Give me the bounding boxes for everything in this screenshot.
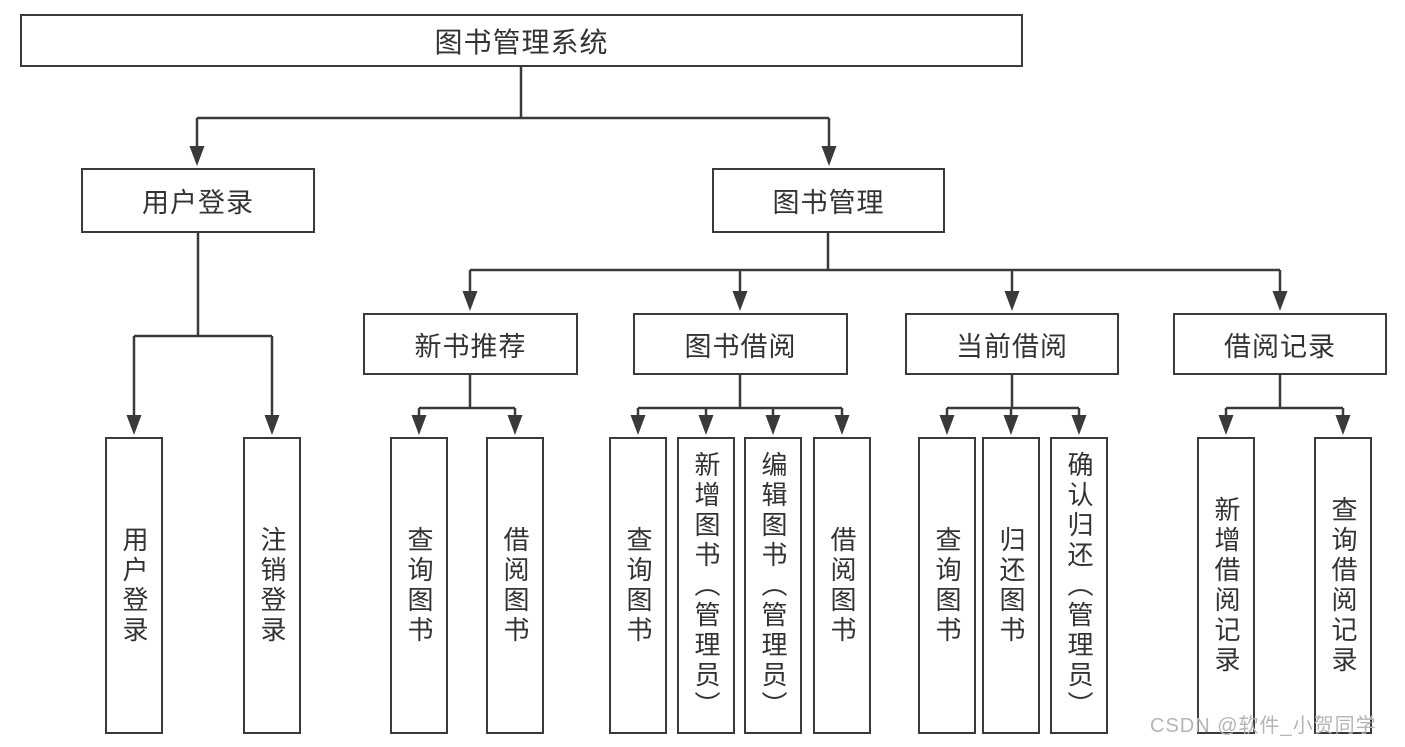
arrow-down-icon [462, 291, 478, 311]
leaf-logout-label: 注销登录 [257, 525, 287, 646]
node-book-borrow-label: 图书借阅 [684, 331, 797, 362]
arrow-down-icon [732, 291, 748, 311]
node-new-book-recommend: 新书推荐 [363, 313, 578, 375]
leaf-query-books-2: 查询图书 [609, 437, 667, 734]
branch-book-management: 图书管理 [712, 168, 945, 233]
leaf-add-borrow-record-label: 新增借阅记录 [1211, 495, 1241, 676]
leaf-borrow-books-1: 借阅图书 [486, 437, 544, 734]
node-borrow-records: 借阅记录 [1173, 313, 1387, 375]
leaf-query-books-1-label: 查询图书 [404, 525, 434, 646]
branch-user-login: 用户登录 [81, 168, 315, 233]
leaf-query-books-3: 查询图书 [918, 437, 976, 734]
node-borrow-records-label: 借阅记录 [1224, 331, 1336, 362]
connector-root [189, 66, 837, 166]
arrow-down-icon [1272, 291, 1288, 311]
connector-user-login [126, 233, 280, 435]
connector-current-borrow [939, 375, 1087, 435]
arrow-down-icon [939, 415, 955, 435]
leaf-add-books-admin: 新增图书（管理员） [677, 437, 735, 734]
leaf-borrow-books-2: 借阅图书 [813, 437, 871, 734]
leaf-logout: 注销登录 [243, 437, 301, 734]
connector-book-management [462, 233, 1288, 311]
arrow-down-icon [411, 415, 427, 435]
arrow-down-icon [821, 146, 837, 166]
leaf-query-books-2-label: 查询图书 [623, 525, 653, 646]
arrow-down-icon [698, 415, 714, 435]
leaf-confirm-return-admin-label: 确认归还（管理员） [1064, 450, 1094, 721]
branch-book-management-label: 图书管理 [772, 188, 885, 218]
connector-new-book-recommend [411, 375, 523, 435]
arrow-down-icon [264, 415, 280, 435]
arrow-down-icon [765, 415, 781, 435]
leaf-borrow-books-2-label: 借阅图书 [827, 525, 857, 646]
leaf-query-borrow-record: 查询借阅记录 [1314, 437, 1372, 734]
node-current-borrow-label: 当前借阅 [956, 331, 1068, 362]
leaf-confirm-return-admin: 确认归还（管理员） [1050, 437, 1108, 734]
node-book-borrow: 图书借阅 [633, 313, 848, 375]
leaf-user-login: 用户登录 [105, 437, 163, 734]
arrow-down-icon [1004, 291, 1020, 311]
arrow-down-icon [126, 415, 142, 435]
leaf-add-books-admin-label: 新增图书（管理员） [691, 450, 721, 721]
leaf-query-books-1: 查询图书 [390, 437, 448, 734]
arrow-down-icon [507, 415, 523, 435]
leaf-return-books-label: 归还图书 [996, 525, 1026, 646]
connector-book-borrow [630, 375, 850, 435]
root-node-label: 图书管理系统 [434, 26, 609, 58]
arrow-down-icon [1071, 415, 1087, 435]
csdn-watermark: CSDN @软件_小贺同学 [1150, 715, 1377, 737]
arrow-down-icon [1335, 415, 1351, 435]
arrow-down-icon [834, 415, 850, 435]
leaf-return-books: 归还图书 [982, 437, 1040, 734]
leaf-query-borrow-record-label: 查询借阅记录 [1328, 495, 1358, 676]
node-new-book-recommend-label: 新书推荐 [414, 331, 527, 362]
arrow-down-icon [1003, 415, 1019, 435]
connector-borrow-records [1218, 375, 1351, 435]
leaf-edit-books-admin: 编辑图书（管理员） [744, 437, 802, 734]
leaf-borrow-books-1-label: 借阅图书 [500, 525, 530, 646]
arrow-down-icon [189, 146, 205, 166]
arrow-down-icon [1218, 415, 1234, 435]
arrow-down-icon [630, 415, 646, 435]
leaf-query-books-3-label: 查询图书 [932, 525, 962, 646]
leaf-user-login-label: 用户登录 [119, 525, 149, 646]
branch-user-login-label: 用户登录 [142, 188, 254, 218]
leaf-add-borrow-record: 新增借阅记录 [1197, 437, 1255, 734]
node-current-borrow: 当前借阅 [905, 313, 1119, 375]
leaf-edit-books-admin-label: 编辑图书（管理员） [758, 450, 788, 721]
root-node-library-system: 图书管理系统 [20, 14, 1023, 67]
